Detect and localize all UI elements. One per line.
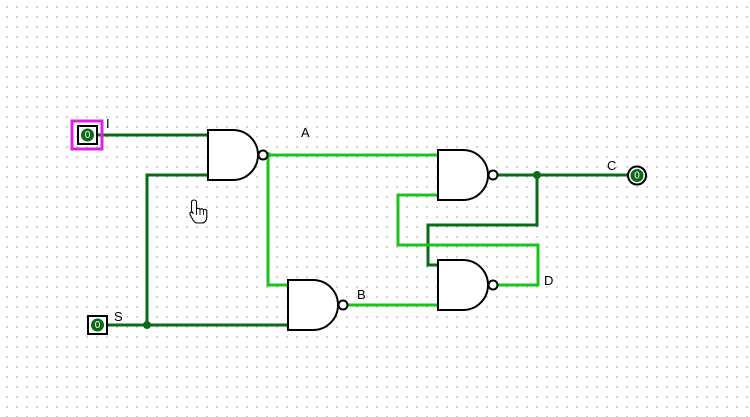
wire-group-high: [266, 153, 540, 307]
output-pin-c[interactable]: 0: [627, 165, 647, 186]
junction-c: [533, 171, 541, 179]
input-pin-s[interactable]: 0: [87, 315, 108, 335]
label-a: A: [301, 125, 310, 140]
hand-pointer-icon: [189, 199, 208, 224]
selection-box: [70, 119, 104, 151]
wire-d-feedback[interactable]: [396, 193, 540, 287]
junction-s: [143, 321, 151, 329]
input-s-value: 0: [95, 320, 101, 331]
label-s: S: [114, 309, 123, 324]
label-d: D: [544, 273, 553, 288]
wire-group-low: [95, 133, 632, 327]
nand-gate-3[interactable]: [437, 149, 499, 201]
label-b: B: [357, 287, 366, 302]
nand-gate-4[interactable]: [437, 259, 499, 311]
wire-c-feedback[interactable]: [426, 173, 539, 267]
nand-gate-2[interactable]: [287, 279, 349, 331]
output-c-value: 0: [634, 171, 640, 182]
label-c: C: [607, 158, 616, 173]
input-pin-i[interactable]: 0: [70, 119, 104, 151]
wire-a-to-nand2[interactable]: [266, 153, 290, 287]
label-i: I: [106, 116, 110, 131]
input-i-value: 0: [85, 130, 91, 141]
nand-gate-1[interactable]: [207, 129, 269, 181]
wire-s-to-nand1[interactable]: [145, 173, 210, 327]
junctions: [143, 171, 541, 329]
